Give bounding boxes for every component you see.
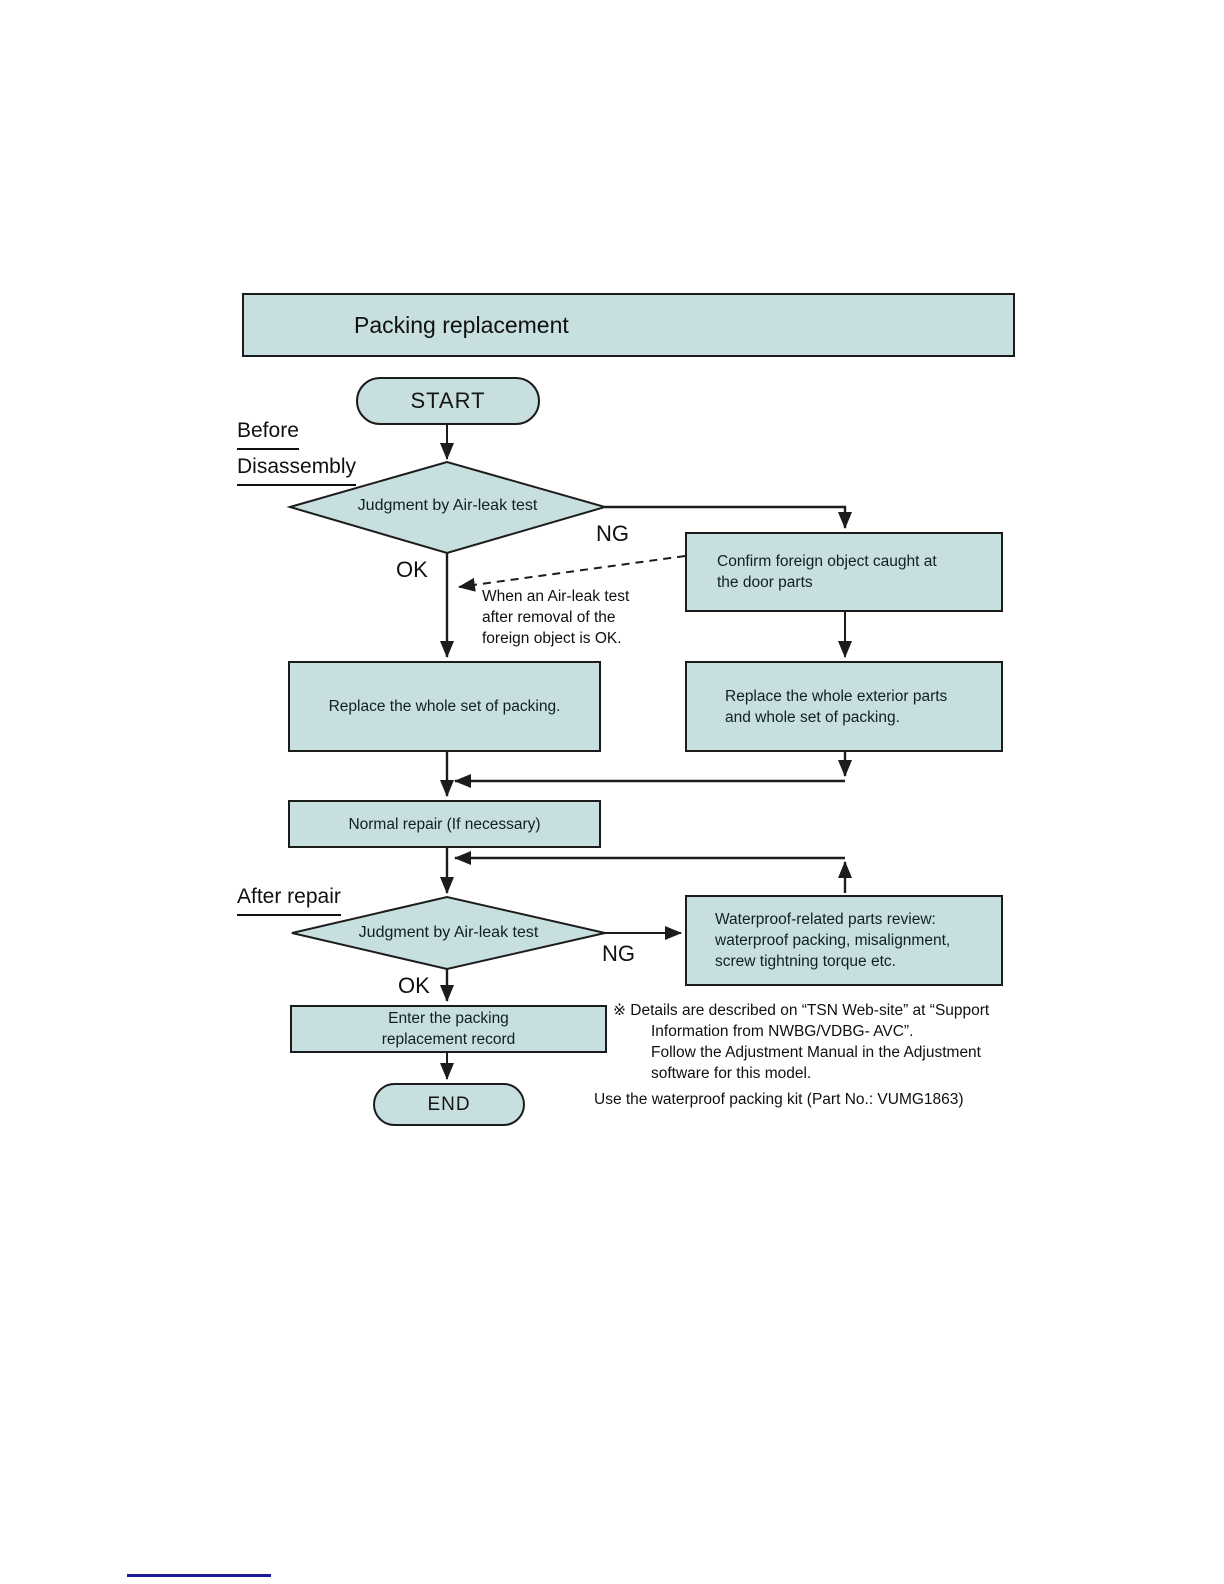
process-box-replace-packing: Replace the whole set of packing. <box>288 661 601 752</box>
decision-diamond-after <box>291 895 606 971</box>
phase-label-after-text: After repair <box>237 880 341 916</box>
branch-label-ok-1: OK <box>396 557 428 582</box>
start-label: START <box>410 388 486 413</box>
process-box-waterproof-review: Waterproof-related parts review: waterpr… <box>685 895 1003 986</box>
decision-diamond-before <box>286 460 609 555</box>
decision-after-label: Judgment by Air-leak test <box>358 924 539 941</box>
process-box-enter-record: Enter the packing replacement record <box>290 1005 607 1053</box>
phase-label-before-line2: Disassembly <box>237 450 357 486</box>
branch-label-ng-2: NG <box>602 941 635 966</box>
details-footnote: ※ Details are described on “TSN Web-site… <box>613 1002 990 1082</box>
process-box-normal-repair: Normal repair (If necessary) <box>288 800 601 848</box>
end-label: END <box>427 1093 471 1115</box>
dashed-arrow-confirm-to-ok-path <box>458 555 686 592</box>
phase-label-before-disassembly: Before Disassembly <box>237 414 357 486</box>
phase-label-after-repair: After repair <box>237 880 341 916</box>
start-terminal: START <box>356 377 540 425</box>
packing-kit-note: Use the waterproof packing kit (Part No.… <box>594 1091 964 1108</box>
flowchart-title-bar: Packing replacement <box>242 293 1015 357</box>
arrow-ng1-to-confirm-box <box>605 505 852 529</box>
process-box-confirm-foreign-object: Confirm foreign object caught at the doo… <box>685 532 1003 612</box>
footer-rule <box>127 1574 271 1577</box>
phase-label-before-line1: Before <box>237 414 299 450</box>
end-terminal: END <box>373 1083 525 1126</box>
flowchart-title: Packing replacement <box>354 311 569 338</box>
process-box-replace-exterior: Replace the whole exterior parts and who… <box>685 661 1003 752</box>
branch-label-ng-1: NG <box>596 521 629 546</box>
decision-before-label: Judgment by Air-leak test <box>357 497 538 514</box>
dashed-condition-note: When an Air-leak test after removal of t… <box>482 588 630 647</box>
branch-label-ok-2: OK <box>398 973 430 998</box>
